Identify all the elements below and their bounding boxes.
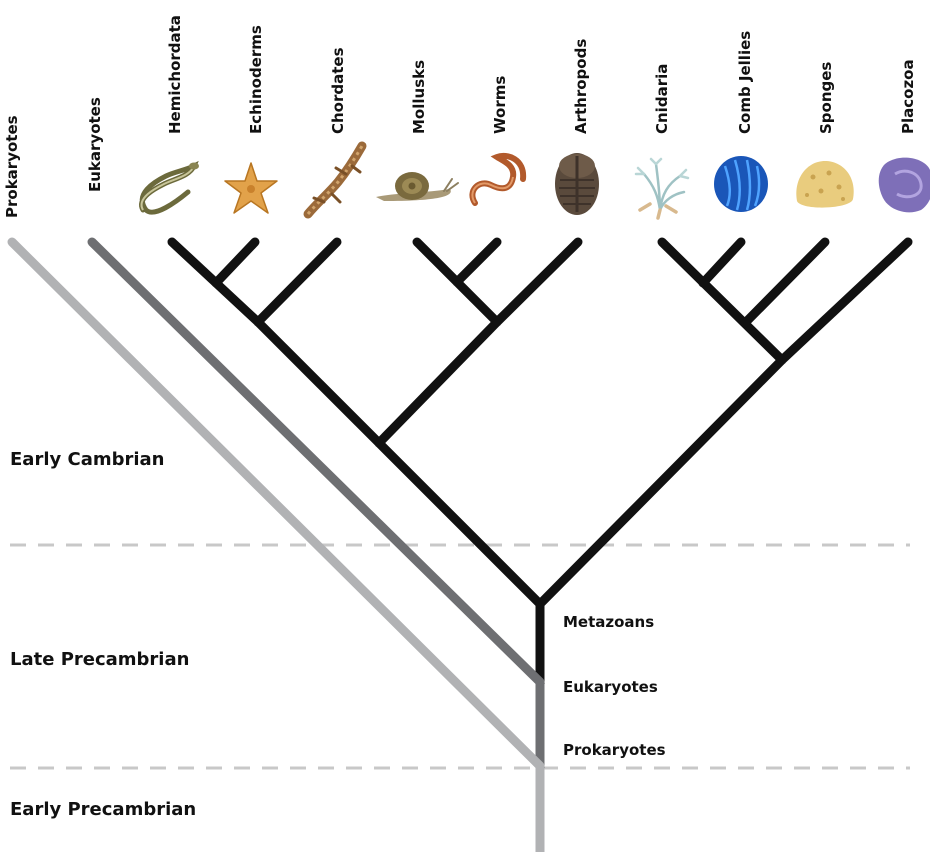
taxon-label-mollusks: Mollusks — [410, 60, 428, 134]
taxon-label-chordates: Chordates — [329, 47, 347, 134]
taxon-label-comb-jellies: Comb Jellies — [736, 31, 754, 134]
branch-prokaryotes — [12, 242, 540, 766]
taxon-label-hemichordata: Hemichordata — [166, 15, 184, 134]
snail-icon — [376, 172, 458, 201]
trilobite-icon — [555, 153, 599, 215]
taxon-label-eukaryotes: Eukaryotes — [86, 97, 104, 192]
taxon-label-worms: Worms — [491, 76, 509, 134]
branch-arthropods — [497, 242, 578, 322]
starfish-icon — [225, 163, 277, 213]
era-label-late-precambrian: Late Precambrian — [10, 649, 189, 670]
branch-cnidaria-combjelly — [703, 242, 741, 283]
comb-jelly-icon — [714, 156, 768, 212]
node-label-eukaryotes: Eukaryotes — [563, 678, 658, 696]
branch-worms — [457, 242, 497, 282]
acorn-worm-icon — [142, 163, 199, 213]
branch-metazoan-left — [379, 443, 540, 604]
era-label-early-precambrian: Early Precambrian — [10, 799, 196, 820]
taxon-label-cnidaria: Cnidaria — [653, 64, 671, 134]
branch-sponges — [745, 242, 825, 323]
sponge-icon — [796, 161, 853, 208]
branch-placozoa — [782, 242, 908, 360]
branch-protostomes — [379, 322, 497, 443]
placozoa-icon — [879, 158, 930, 213]
hydroid-icon — [636, 159, 688, 218]
taxon-label-prokaryotes: Prokaryotes — [3, 115, 21, 218]
node-label-prokaryotes: Prokaryotes — [563, 741, 666, 759]
node-label-metazoans: Metazoans — [563, 613, 654, 631]
taxon-labels: Prokaryotes Eukaryotes Hemichordata Echi… — [3, 15, 917, 218]
branch-chordates — [258, 242, 337, 322]
worm-icon — [472, 156, 523, 203]
taxon-label-echinoderms: Echinoderms — [247, 25, 265, 134]
taxon-label-placozoa: Placozoa — [899, 59, 917, 134]
taxon-label-arthropods: Arthropods — [572, 39, 590, 134]
branch-metazoan-right — [540, 360, 782, 604]
branch-echinoderms — [216, 242, 255, 283]
salamander-icon — [308, 146, 362, 214]
era-label-early-cambrian: Early Cambrian — [10, 449, 165, 470]
taxon-label-sponges: Sponges — [817, 62, 835, 134]
